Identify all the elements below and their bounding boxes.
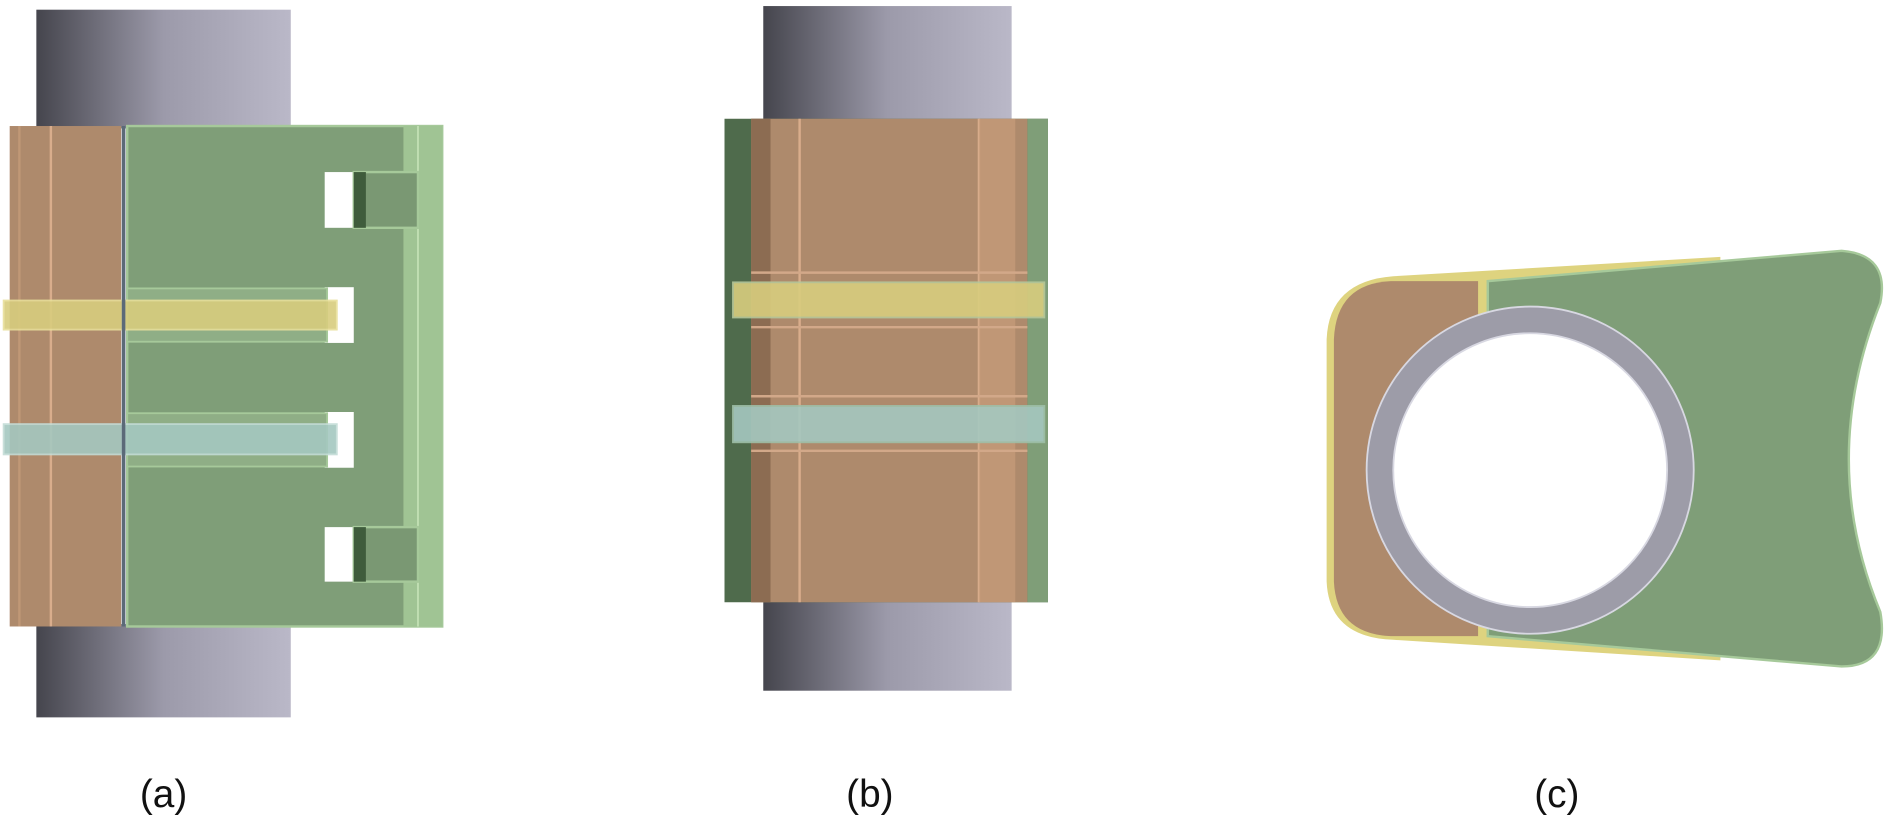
pipe-top	[36, 9, 291, 129]
slot-bottom	[324, 527, 354, 582]
yellow-band	[2, 299, 338, 331]
blue-band	[732, 405, 1046, 444]
blue-band	[2, 423, 338, 456]
panel-label-a: (a)	[140, 773, 187, 816]
panel-a-side-view	[2, 9, 444, 718]
pipe-bottom	[36, 624, 291, 718]
panel-label-c: (c)	[1534, 773, 1579, 816]
panel-label-b: (b)	[846, 773, 893, 816]
yellow-band	[732, 281, 1046, 319]
orange-clamp-half	[9, 126, 122, 627]
pipe-top	[763, 6, 1012, 122]
panel-b-front-view	[724, 6, 1048, 691]
pipe-ring	[1366, 306, 1694, 634]
panel-c-top-view	[1326, 249, 1884, 668]
pipe-bottom	[763, 599, 1012, 691]
slot-top	[324, 172, 354, 228]
